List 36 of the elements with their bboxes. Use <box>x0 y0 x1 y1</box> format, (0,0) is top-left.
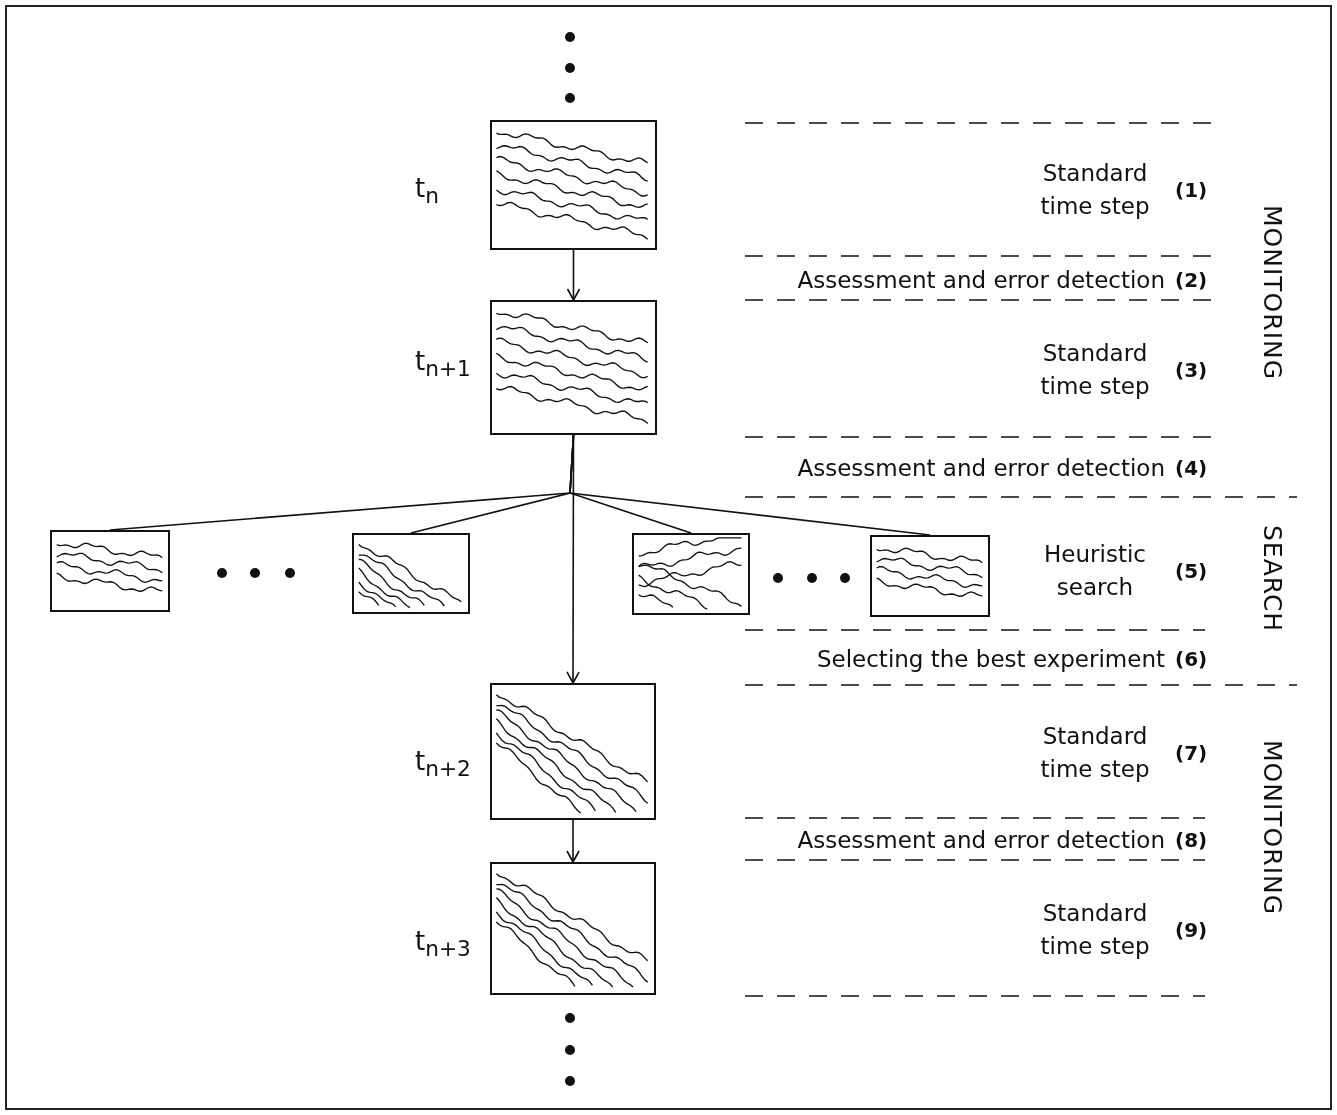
step-label: Standard time step <box>1039 339 1151 401</box>
step-number: (2) <box>1175 267 1208 294</box>
line-plot-drawing <box>352 533 470 614</box>
time-label: t$_{n+3}$ <box>415 925 471 964</box>
line-plot-drawing <box>870 535 990 617</box>
step-label: Heuristic search <box>1043 540 1147 602</box>
step-number: (3) <box>1175 357 1208 384</box>
line-plot-drawing <box>490 300 657 435</box>
step-number: (6) <box>1175 646 1208 673</box>
step-number: (9) <box>1175 917 1208 944</box>
phase-label: MONITORING <box>1257 205 1288 381</box>
step-label: Assessment and error detection <box>797 266 1165 295</box>
step-number: (4) <box>1175 455 1208 482</box>
step-label: Selecting the best experiment <box>816 645 1165 674</box>
line-plot-drawing <box>50 530 170 612</box>
arrow <box>566 249 581 301</box>
step-number: (8) <box>1175 827 1208 854</box>
step-number: (7) <box>1175 740 1208 767</box>
step-number: (5) <box>1175 558 1208 585</box>
line-plot-drawing <box>632 533 750 615</box>
arrow <box>566 819 580 863</box>
arrow <box>566 434 580 684</box>
step-label: Standard time step <box>1039 722 1151 784</box>
time-label: t$_{n+2}$ <box>415 745 471 784</box>
step-label: Standard time step <box>1039 159 1151 221</box>
line-plot-drawing <box>490 683 656 820</box>
step-label: Standard time step <box>1039 899 1151 961</box>
line-plot-drawing <box>490 120 657 250</box>
phase-label: SEARCH <box>1257 525 1288 633</box>
line-plot-drawing <box>490 862 656 995</box>
step-number: (1) <box>1175 177 1208 204</box>
step-label: Assessment and error detection <box>797 454 1165 483</box>
step-label: Assessment and error detection <box>797 826 1165 855</box>
phase-label: MONITORING <box>1257 740 1288 916</box>
time-label: t$_{n+1}$ <box>415 345 471 384</box>
time-label: t$_{n}$ <box>415 172 439 211</box>
